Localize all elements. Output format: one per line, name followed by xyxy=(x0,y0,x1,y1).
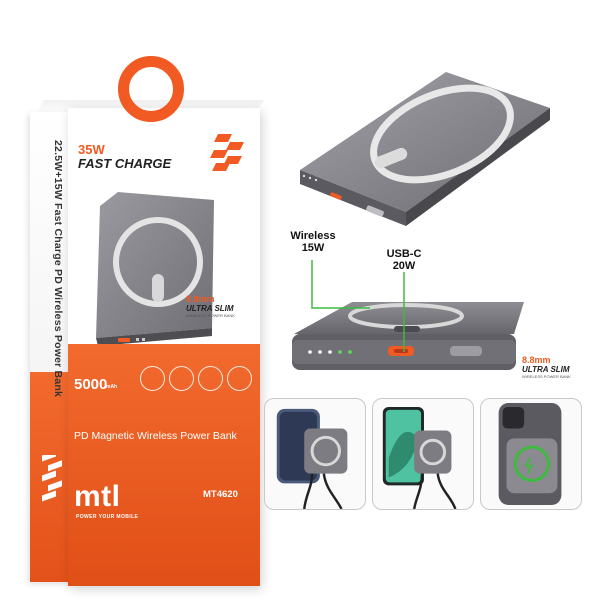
feature-icon xyxy=(227,366,252,391)
product-name: PD Magnetic Wireless Power Bank xyxy=(74,430,237,442)
phone-with-power-bank-image xyxy=(382,406,457,509)
usage-card-phone-back xyxy=(480,398,582,510)
slim-sub: WIRELESS POWER BANK xyxy=(522,374,571,379)
wireless-callout: Wireless 15W xyxy=(283,230,343,254)
ultra-slim-badge: 8.8mm ULTRA SLIM WIRELESS POWER BANK xyxy=(522,355,571,379)
slim-label: ULTRA SLIM xyxy=(186,304,234,313)
usage-card-green-phone xyxy=(372,398,474,510)
slim-label: ULTRA SLIM xyxy=(522,365,570,374)
usage-card-blue-phone xyxy=(264,398,366,510)
slim-sub: WIRELESS POWER BANK xyxy=(186,313,235,318)
ultra-slim-badge: 8.8mm ULTRA SLIM WIRELESS POWER BANK xyxy=(186,294,235,318)
capacity-value: 5000 xyxy=(74,376,108,393)
brand-logo-icon xyxy=(42,455,62,502)
usbc-callout: USB-C 20W xyxy=(374,248,434,272)
feature-icon xyxy=(169,366,194,391)
box-front-panel: 35W FAST CHARGE 8.8mm ULTRA SLIM WIRELES… xyxy=(68,108,260,586)
fast-charge-label: FAST CHARGE xyxy=(78,156,172,171)
slim-thickness: 8.8mm xyxy=(522,355,551,365)
wireless-title: Wireless xyxy=(290,230,336,242)
model-number: MT4620 xyxy=(203,489,238,500)
wireless-watt: 15W xyxy=(301,242,325,254)
brand-logo-icon xyxy=(210,134,244,171)
power-bank-render-profile xyxy=(292,302,524,370)
usbc-watt: 20W xyxy=(392,260,416,272)
power-bank-render-angled xyxy=(300,72,550,226)
phone-with-power-bank-image xyxy=(276,408,348,509)
box-power-bank-image xyxy=(96,192,214,346)
brand-tagline: POWER YOUR MOBILE xyxy=(76,514,139,520)
feature-icon xyxy=(140,366,165,391)
feature-icons xyxy=(140,366,256,396)
box-side-text: 22.5W+15W Fast Charge PD Wireless Power … xyxy=(52,140,64,398)
capacity-unit: mAh xyxy=(106,384,118,390)
usbc-title: USB-C xyxy=(386,248,422,260)
slim-thickness: 8.8mm xyxy=(186,294,215,304)
brand-wordmark: mtl xyxy=(74,480,121,513)
feature-icon xyxy=(198,366,223,391)
fast-charge-watt: 35W xyxy=(78,142,105,157)
phone-with-power-bank-image xyxy=(498,403,562,505)
hang-ring-icon xyxy=(118,56,184,122)
